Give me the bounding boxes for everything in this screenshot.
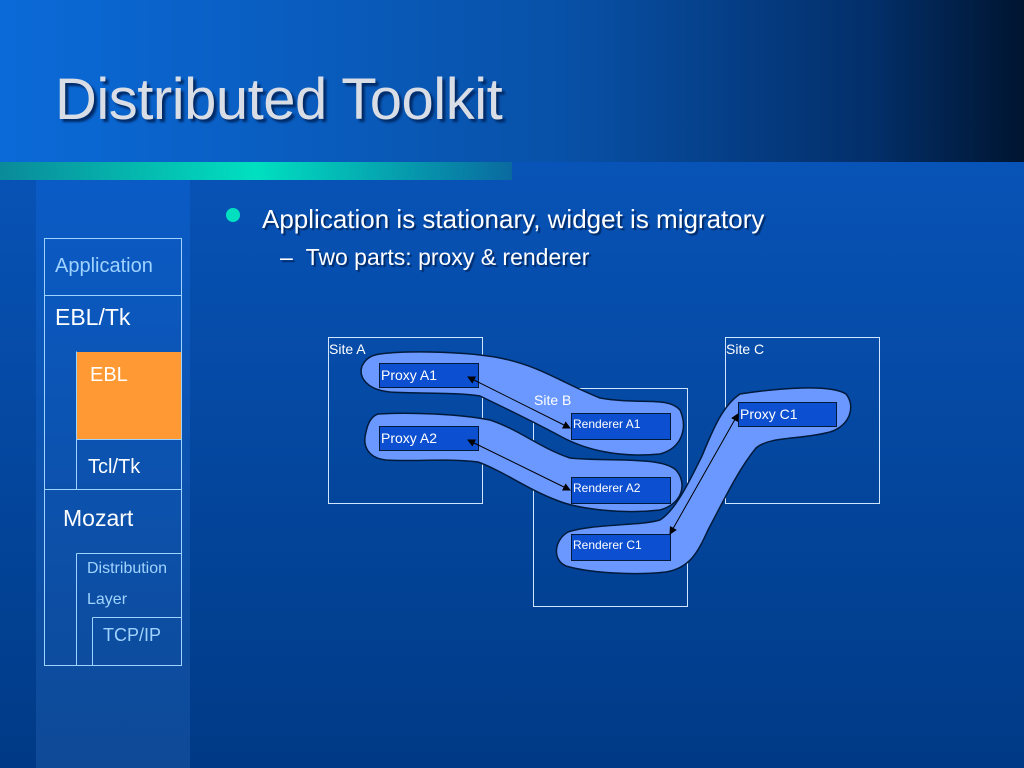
renderer-a2-box bbox=[571, 477, 671, 504]
proxy-c1-box bbox=[738, 402, 837, 427]
proxy-a2-box bbox=[379, 426, 479, 451]
proxy-a1-label: Proxy A1 bbox=[381, 367, 437, 383]
sub-bullet-dash: – bbox=[280, 244, 293, 270]
site-b-label: Site B bbox=[534, 392, 571, 408]
sub-bullet-text: Two parts: proxy & renderer bbox=[305, 244, 590, 270]
proxy-a1-box bbox=[379, 363, 479, 388]
stack-ebl-tk: EBL/Tk bbox=[55, 304, 131, 330]
stack-layer: Layer bbox=[87, 591, 128, 608]
stack-tcp-ip: TCP/IP bbox=[103, 625, 162, 645]
stack-ebl: EBL bbox=[90, 364, 128, 386]
ebl-box bbox=[77, 352, 181, 439]
renderer-a1-label: Renderer A1 bbox=[573, 417, 641, 431]
stack-application: Application bbox=[55, 255, 153, 277]
site-a-label: Site A bbox=[329, 341, 366, 357]
site-c-label: Site C bbox=[726, 341, 764, 357]
stack-distribution: Distribution bbox=[87, 560, 168, 577]
proxy-c1-label: Proxy C1 bbox=[740, 406, 798, 422]
arrow-a1 bbox=[467, 376, 571, 429]
stack-mozart: Mozart bbox=[63, 505, 134, 531]
renderer-c1-label: Renderer C1 bbox=[573, 538, 642, 552]
proxy-a2-label: Proxy A2 bbox=[381, 430, 437, 446]
sub-bullet: – Two parts: proxy & renderer bbox=[280, 244, 589, 271]
slide-title: Distributed Toolkit bbox=[55, 67, 503, 132]
arrow-a2 bbox=[467, 439, 571, 491]
renderer-c1-box bbox=[571, 534, 671, 561]
bullet-dot-icon bbox=[226, 208, 240, 222]
stack-tcl-tk: Tcl/Tk bbox=[88, 456, 141, 478]
accent-bar bbox=[0, 162, 512, 180]
arrow-c1 bbox=[669, 413, 739, 535]
renderer-a2-label: Renderer A2 bbox=[573, 481, 641, 495]
bullet-text: Application is stationary, widget is mig… bbox=[262, 204, 765, 234]
renderer-a1-box bbox=[571, 413, 671, 440]
